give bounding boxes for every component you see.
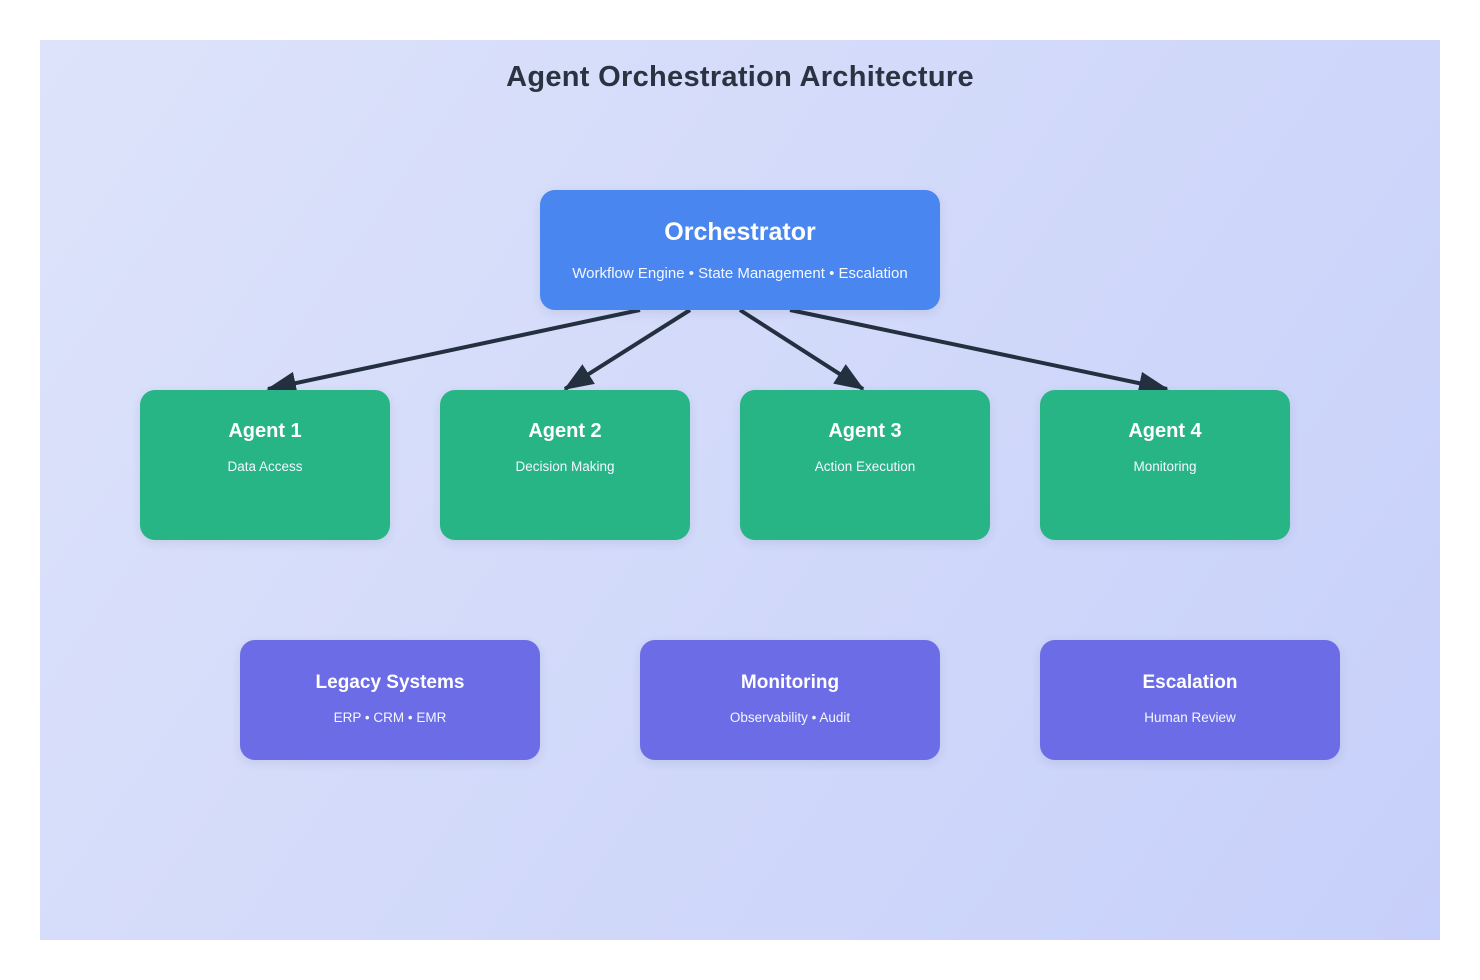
orchestrator-node: Orchestrator Workflow Engine • State Man…	[540, 190, 940, 310]
arrow-orchestrator-to-agent-1	[266, 308, 641, 395]
agent-2-subtitle: Decision Making	[515, 459, 615, 474]
service-escalation-node: Escalation Human Review	[1040, 640, 1340, 760]
service-escalation-title: Escalation	[1142, 672, 1238, 693]
agent-3-title: Agent 3	[828, 420, 902, 442]
agent-4-title: Agent 4	[1128, 420, 1202, 442]
agent-4-node: Agent 4 Monitoring	[1040, 390, 1290, 540]
page-title: Agent Orchestration Architecture	[506, 61, 974, 93]
service-monitoring-title: Monitoring	[740, 672, 840, 693]
service-legacy-systems-title: Legacy Systems	[315, 672, 465, 693]
service-monitoring-node: Monitoring Observability • Audit	[640, 640, 940, 760]
arrow-orchestrator-to-agent-2	[563, 308, 692, 391]
orchestrator-title: Orchestrator	[664, 218, 816, 246]
service-legacy-systems-node: Legacy Systems ERP • CRM • EMR	[240, 640, 540, 760]
agent-1-node: Agent 1 Data Access	[140, 390, 390, 540]
service-monitoring-subtitle: Observability • Audit	[729, 710, 851, 725]
diagram-canvas: Agent Orchestration Architecture Orchest…	[40, 40, 1440, 940]
service-legacy-systems-subtitle: ERP • CRM • EMR	[333, 710, 447, 725]
agent-3-node: Agent 3 Action Execution	[740, 390, 990, 540]
agent-2-node: Agent 2 Decision Making	[440, 390, 690, 540]
agent-4-subtitle: Monitoring	[1133, 459, 1197, 474]
arrow-orchestrator-to-agent-4	[789, 308, 1169, 395]
arrow-orchestrator-to-agent-3	[738, 308, 865, 391]
agent-2-title: Agent 2	[528, 420, 602, 442]
agent-1-subtitle: Data Access	[227, 459, 303, 474]
agent-1-title: Agent 1	[228, 420, 302, 442]
orchestrator-subtitle: Workflow Engine • State Management • Esc…	[572, 265, 908, 282]
agent-3-subtitle: Action Execution	[814, 459, 916, 474]
service-escalation-subtitle: Human Review	[1144, 710, 1236, 725]
